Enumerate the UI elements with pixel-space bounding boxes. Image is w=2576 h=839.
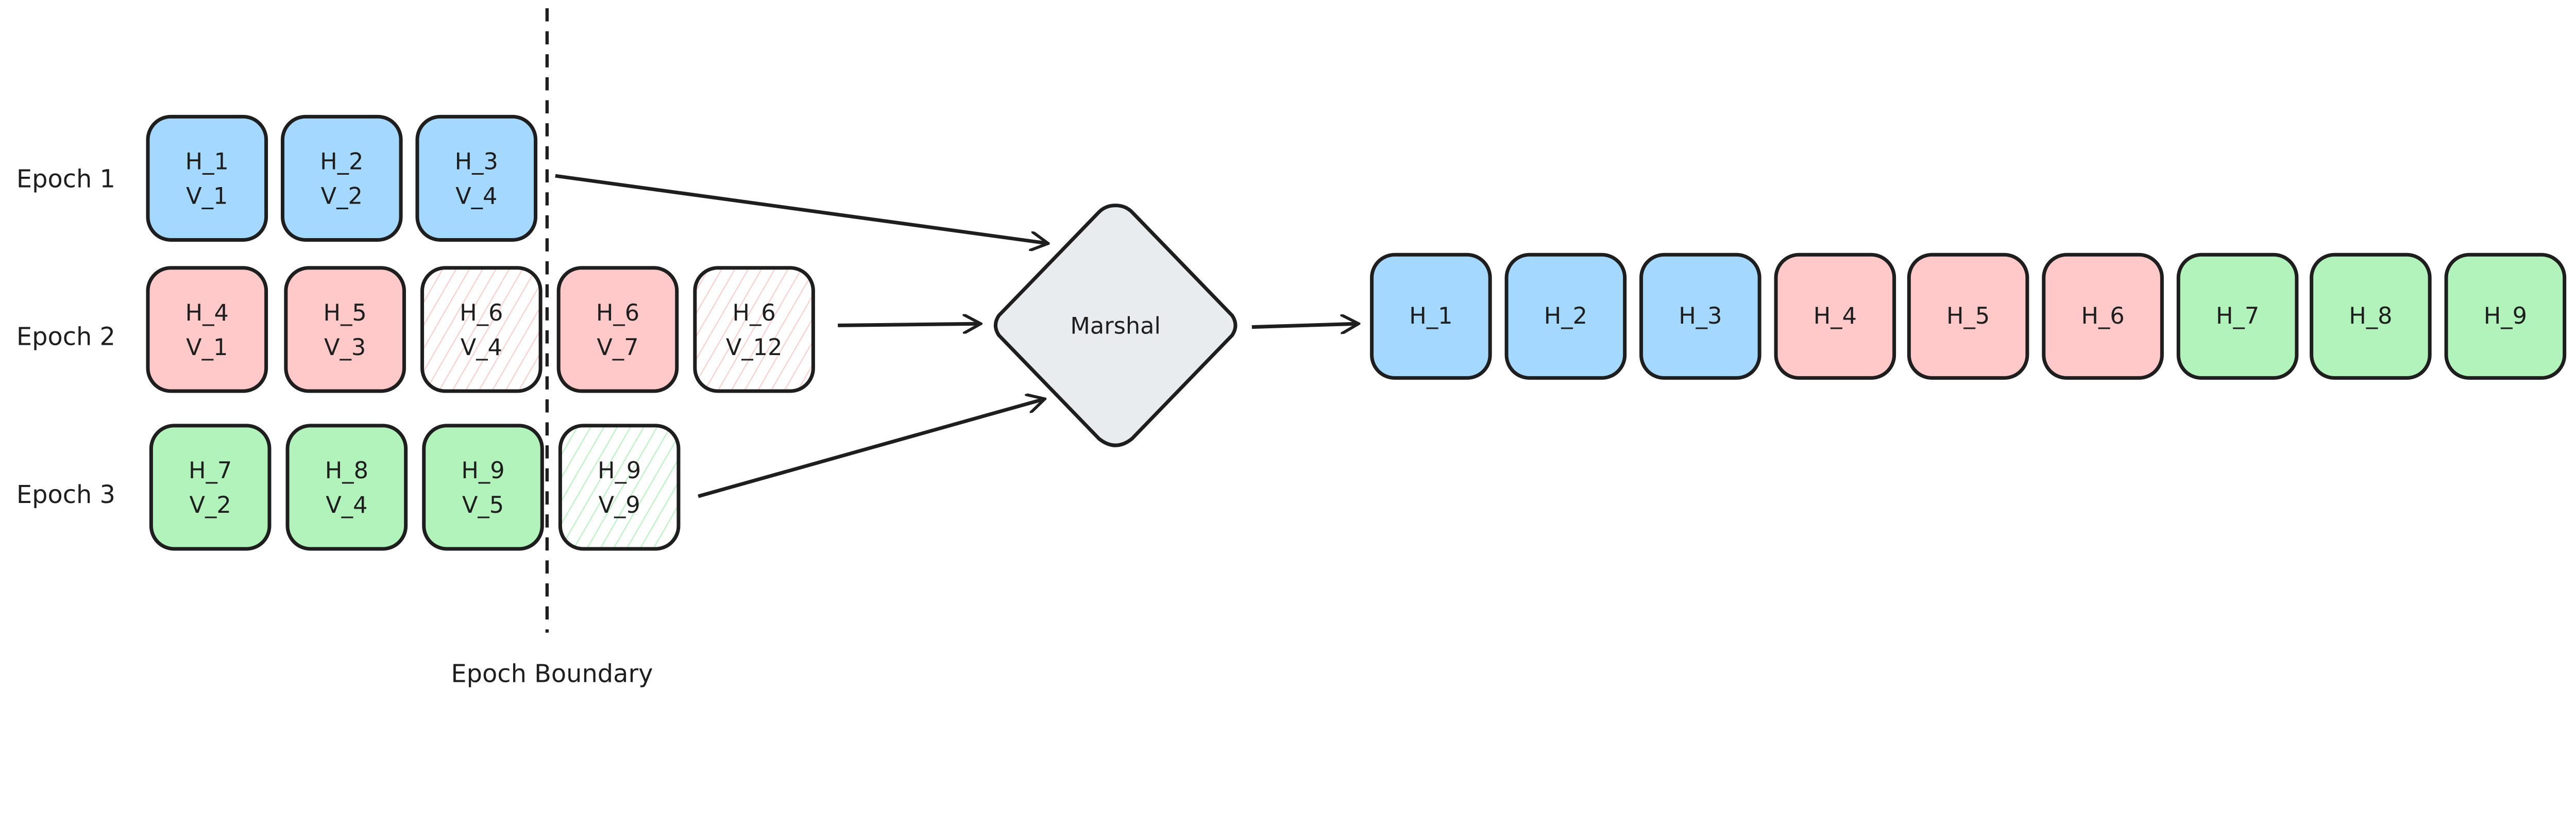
epoch-label: Epoch 1	[16, 165, 115, 194]
epoch-row: Epoch 3H_7V_2H_8V_4H_9V_5H_9V_9	[16, 424, 681, 551]
output-box-shape	[1504, 253, 1627, 380]
output-record-box: H_4	[1774, 253, 1896, 380]
record-h-label: H_7	[189, 457, 232, 484]
record-v-label: V_1	[186, 182, 228, 209]
record-box-shape	[422, 424, 544, 551]
record-h-label: H_5	[324, 299, 367, 326]
record-v-label: V_12	[726, 334, 783, 361]
record-h-label: H_9	[598, 457, 641, 484]
record-v-label: V_1	[186, 334, 228, 361]
record-box-shape	[558, 424, 681, 551]
record-h-label: H_9	[461, 457, 504, 484]
output-record-box: H_3	[1639, 253, 1761, 380]
output-label: H_5	[1946, 303, 1990, 329]
hatched-record-box: H_9V_9	[558, 424, 681, 551]
output-record-box: H_2	[1504, 253, 1627, 380]
output-record-box: H_8	[2310, 253, 2432, 380]
record-box: H_8V_4	[285, 424, 408, 551]
record-box-shape	[280, 114, 403, 242]
output-label: H_9	[2484, 303, 2527, 329]
record-box-shape	[284, 266, 406, 393]
output-box-shape	[1370, 253, 1492, 380]
output-box-shape	[1639, 253, 1761, 380]
output-box-shape	[2444, 253, 2567, 380]
record-v-label: V_4	[455, 182, 497, 209]
arrow-epoch2-to-marshal	[838, 324, 979, 325]
output-label: H_6	[2081, 303, 2124, 329]
record-box: H_4V_1	[146, 266, 268, 393]
record-box-shape	[693, 266, 815, 393]
record-box: H_7V_2	[149, 424, 272, 551]
record-h-label: H_2	[320, 148, 363, 175]
output-label: H_1	[1409, 303, 1452, 329]
record-box: H_5V_3	[284, 266, 406, 393]
record-box: H_6V_7	[556, 266, 679, 393]
epoch-boundary-label: Epoch Boundary	[451, 660, 653, 688]
output-record-box: H_5	[1907, 253, 2029, 380]
epoch-label: Epoch 3	[16, 481, 115, 509]
record-box: H_9V_5	[422, 424, 544, 551]
output-label: H_4	[1814, 303, 1857, 329]
hatched-record-box: H_6V_12	[693, 266, 815, 393]
record-v-label: V_4	[326, 492, 367, 518]
record-v-label: V_4	[461, 334, 502, 361]
record-h-label: H_8	[325, 457, 368, 484]
output-box-shape	[1774, 253, 1896, 380]
output-record-box: H_1	[1370, 253, 1492, 380]
record-h-label: H_6	[733, 299, 776, 326]
epoch-label: Epoch 2	[16, 323, 115, 351]
record-box-shape	[146, 114, 268, 242]
record-h-label: H_4	[185, 299, 229, 326]
arrow-epoch3-to-marshal	[698, 399, 1043, 498]
hatched-record-box: H_6V_4	[420, 266, 543, 393]
output-record-box: H_7	[2176, 253, 2299, 380]
output-label: H_7	[2216, 303, 2259, 329]
record-v-label: V_3	[324, 334, 366, 361]
record-box-shape	[415, 114, 538, 242]
epoch-row: Epoch 2H_4V_1H_5V_3H_6V_4H_6V_7H_6V_12	[16, 266, 815, 393]
record-box: H_3V_4	[415, 114, 538, 242]
arrow-marshal-to-output	[1251, 324, 1357, 327]
record-box-shape	[149, 424, 272, 551]
output-box-shape	[2042, 253, 2164, 380]
record-h-label: H_3	[455, 148, 498, 175]
record-box-shape	[146, 266, 268, 393]
record-h-label: H_6	[460, 299, 503, 326]
record-h-label: H_6	[596, 299, 639, 326]
output-label: H_3	[1679, 303, 1722, 329]
output-label: H_2	[1544, 303, 1587, 329]
record-v-label: V_2	[190, 492, 231, 518]
epoch-marshal-diagram: Epoch Boundary Epoch 1H_1V_1H_2V_2H_3V_4…	[16, 8, 2567, 688]
output-box-shape	[2310, 253, 2432, 380]
record-v-label: V_9	[599, 492, 640, 518]
output-record-box: H_6	[2042, 253, 2164, 380]
output-label: H_8	[2349, 303, 2392, 329]
record-v-label: V_5	[462, 492, 504, 518]
epoch-row: Epoch 1H_1V_1H_2V_2H_3V_4	[16, 114, 538, 242]
record-box-shape	[285, 424, 408, 551]
record-box: H_2V_2	[280, 114, 403, 242]
record-box: H_1V_1	[146, 114, 268, 242]
record-box-shape	[420, 266, 543, 393]
record-v-label: V_2	[321, 182, 363, 209]
marshal-label: Marshal	[1070, 312, 1160, 339]
record-v-label: V_7	[597, 334, 638, 361]
record-h-label: H_1	[185, 148, 229, 175]
arrow-epoch1-to-marshal	[555, 174, 1046, 243]
output-record-box: H_9	[2444, 253, 2567, 380]
marshal-diamond	[993, 204, 1238, 447]
output-box-shape	[1907, 253, 2029, 380]
output-box-shape	[2176, 253, 2299, 380]
record-box-shape	[556, 266, 679, 393]
